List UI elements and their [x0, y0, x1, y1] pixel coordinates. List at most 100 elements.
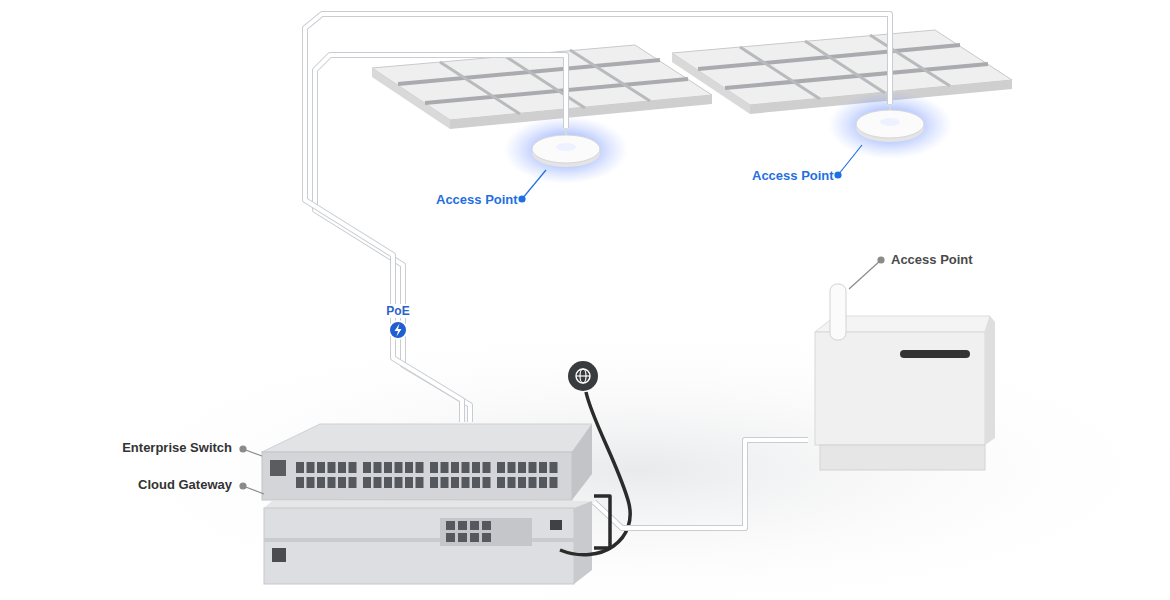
- switch-device-part: [262, 452, 572, 500]
- switch-ports-part: [483, 462, 491, 473]
- ceiling-tile: [672, 30, 1012, 114]
- poe-bolt-icon-part: [389, 321, 407, 339]
- internet-cable: [560, 392, 630, 555]
- switch-ports-part: [539, 462, 547, 473]
- switch-ports-part: [441, 462, 449, 473]
- device-frame: Access Point: [854, 104, 926, 144]
- device-label: Access Point: [891, 252, 973, 268]
- switch-ports-part: [405, 477, 413, 488]
- switch-device-part: [572, 424, 592, 500]
- switch-ports: [296, 462, 558, 488]
- switch-ports-part: [296, 477, 304, 488]
- ceiling-access-point-part: [532, 135, 600, 163]
- leader-lines-part: [838, 145, 862, 175]
- switch-ports-part: [430, 477, 438, 488]
- switch-ports-part: [472, 477, 480, 488]
- device-label: Access Point: [436, 192, 518, 208]
- cable-outline: [305, 14, 890, 422]
- device-frame: Enterprise Switch: [260, 422, 594, 502]
- switch-ports-part: [529, 477, 537, 488]
- gateway-ports: [446, 520, 562, 542]
- gateway-ports-part: [550, 520, 562, 530]
- ceiling-tile-part: [505, 56, 585, 108]
- leader-lines-part: [835, 172, 841, 178]
- switch-ports-part: [349, 477, 357, 488]
- switch-ports-part: [317, 477, 325, 488]
- switch-ports-part: [374, 477, 382, 488]
- device-label: Cloud Gateway: [138, 477, 232, 493]
- switch-ports-part: [508, 477, 516, 488]
- device-label: Enterprise Switch: [122, 440, 232, 456]
- device-label: Access Point: [752, 168, 834, 184]
- switch-ports-part: [441, 477, 449, 488]
- leader-lines: [240, 257, 884, 494]
- cable-outline: [594, 440, 808, 528]
- switch-ports-part: [451, 462, 459, 473]
- network-cable: [594, 440, 808, 528]
- switch-ports-part: [462, 477, 470, 488]
- switch-ports-part: [296, 462, 304, 473]
- switch-device-part: [262, 424, 592, 452]
- switch-ports-part: [307, 477, 315, 488]
- gateway-ports-part: [458, 521, 467, 530]
- gateway-ports-part: [470, 521, 479, 530]
- leader-lines: [519, 145, 862, 202]
- ceiling-access-point-part: [556, 143, 576, 151]
- outdoor-access-point-part: [900, 350, 970, 358]
- switch-ports-part: [384, 477, 392, 488]
- gateway-ports-part: [482, 521, 491, 530]
- switch-ports-part: [328, 477, 336, 488]
- device-frame: Cloud Gateway: [262, 502, 594, 586]
- cable-core: [594, 440, 808, 528]
- switch-ports-part: [416, 462, 424, 473]
- switch-ports-part: [374, 462, 382, 473]
- gateway-ports-part: [470, 533, 479, 542]
- cable-label: PoE: [383, 304, 412, 318]
- ceiling-access-point-part: [880, 118, 900, 126]
- ceiling-tile-part: [672, 53, 750, 114]
- switch-ports-part: [529, 462, 537, 473]
- cable-outline: [315, 55, 566, 422]
- ceiling-tile-part: [740, 47, 820, 99]
- leader-lines-part: [240, 483, 246, 489]
- switch-ports-part: [338, 462, 346, 473]
- gateway-device-part: [264, 501, 592, 508]
- gateway-device: [264, 501, 592, 584]
- poe-bolt-icon-part: [395, 324, 402, 337]
- gateway-device-part: [264, 508, 574, 584]
- switch-ports-part: [451, 477, 459, 488]
- gateway-ports-part: [446, 533, 455, 542]
- network-cable: [315, 55, 566, 422]
- gateway-ports-part: [458, 533, 467, 542]
- poe-bolt-icon: [389, 321, 407, 339]
- switch-ports-part: [307, 462, 315, 473]
- switch-ports-part: [497, 462, 505, 473]
- gateway-ports-part: [482, 533, 491, 542]
- leader-lines-part: [878, 257, 884, 263]
- device-frame: Access Point: [808, 280, 998, 472]
- network-cable: [305, 14, 890, 422]
- switch-ports-part: [483, 477, 491, 488]
- internet-globe: [568, 361, 598, 391]
- ceiling-tile-part: [870, 35, 950, 86]
- network-cable: [594, 496, 610, 548]
- cable-core: [305, 14, 890, 422]
- switch-ports-part: [338, 477, 346, 488]
- leader-lines-part: [522, 170, 546, 199]
- outdoor-access-point-part: [830, 284, 846, 340]
- switch-device-part: [270, 460, 286, 476]
- leader-lines-part: [240, 446, 246, 452]
- outdoor-access-point-part: [985, 316, 995, 445]
- gateway-device-part: [272, 548, 286, 562]
- switch-ports-part: [363, 477, 371, 488]
- ceiling-tile-part: [805, 41, 885, 93]
- switch-ports-part: [518, 462, 526, 473]
- ceiling-tile-part: [570, 50, 650, 101]
- cable-core: [594, 496, 610, 548]
- switch-ports-part: [328, 462, 336, 473]
- switch-ports-part: [405, 462, 413, 473]
- switch-ports-part: [363, 462, 371, 473]
- switch-ports-part: [550, 462, 558, 473]
